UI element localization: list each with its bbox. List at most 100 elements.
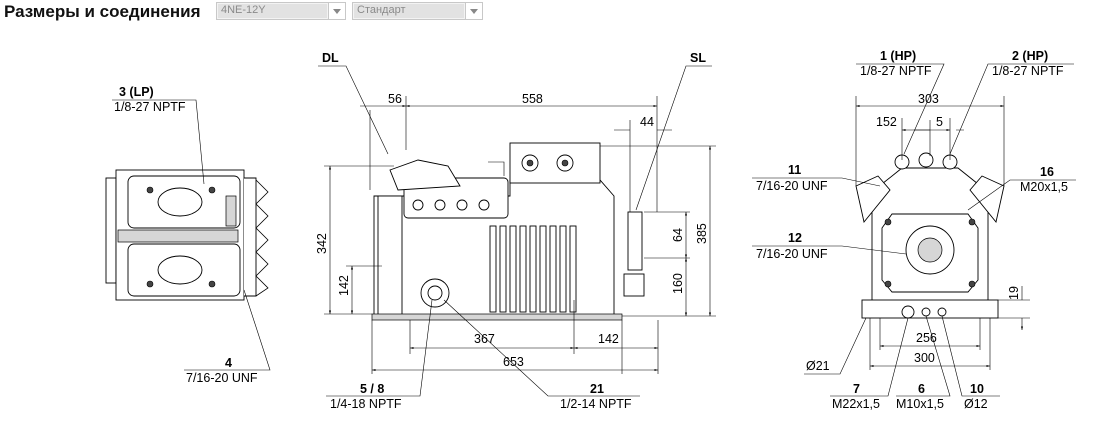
- top-view-conn-4-spec: 7/16-20 UNF: [186, 371, 258, 385]
- end-view-d21-leader: [804, 317, 867, 375]
- side-view-conn-21-spec: 1/2-14 NPTF: [560, 397, 632, 411]
- end-view-dim-303: 303: [918, 92, 939, 106]
- top-view-conn-4-number: 4: [225, 356, 232, 370]
- end-view-conn-16-number: 16: [1040, 165, 1054, 179]
- top-view-bolt: [146, 280, 154, 288]
- fin: [559, 225, 567, 313]
- top-view-bolt: [146, 186, 154, 194]
- end-view-port-2: [918, 152, 934, 168]
- fin: [499, 225, 507, 313]
- top-view-break-line: [255, 179, 269, 297]
- end-view-dim-19: 19: [1007, 286, 1021, 300]
- side-view-cooling-fins: [489, 225, 577, 313]
- end-view-conn-7-leader: [830, 317, 909, 397]
- end-view-conn-10-spec: Ø12: [964, 397, 988, 411]
- top-view-conn-3-leader: [112, 99, 205, 185]
- side-view-dim-56: 56: [388, 92, 402, 106]
- top-view-bolt: [208, 186, 216, 194]
- end-view-conn-1-number: 1 (HP): [880, 49, 916, 63]
- side-view-bolt: [412, 199, 424, 211]
- ext-line: [600, 145, 716, 317]
- end-view-cylinder-left: [855, 175, 891, 224]
- end-view-conn-12-spec: 7/16-20 UNF: [756, 247, 828, 261]
- end-view-conn-1-leader: [856, 63, 945, 155]
- side-view-dim-342: 342: [315, 233, 329, 254]
- end-view-feet: [861, 299, 999, 319]
- variant-select-value: Стандарт: [357, 4, 406, 16]
- end-view-dim-300: 300: [914, 351, 935, 365]
- top-view-end-plate: [105, 177, 117, 284]
- end-view-shaft: [917, 237, 943, 263]
- side-view-dl-leader: [318, 65, 389, 155]
- side-view-dim-160: 160: [671, 273, 685, 294]
- end-view-conn-6-leader: [896, 315, 951, 397]
- fin: [519, 225, 527, 313]
- side-view-conn-58-leader: [326, 299, 433, 397]
- side-view-conn-21-number: 21: [590, 382, 604, 396]
- end-view-conn-11-leader: [752, 177, 881, 187]
- side-view-sl-label: SL: [690, 51, 706, 65]
- end-view-conn-2-number: 2 (HP): [1012, 49, 1048, 63]
- side-view-terminal-2-core: [561, 159, 569, 167]
- end-view-conn-10-leader: [941, 315, 1000, 397]
- ext-line: [869, 318, 991, 370]
- top-view-conn-3-number: 3 (LP): [119, 85, 154, 99]
- end-view-conn-7-number: 7: [853, 382, 860, 396]
- end-view-bolt: [884, 218, 892, 226]
- page-title: Размеры и соединения: [4, 2, 201, 21]
- end-view-conn-7-spec: M22x1,5: [832, 397, 880, 411]
- end-view-cylinder-right: [969, 175, 1005, 224]
- side-view-dim-142v: 142: [337, 275, 351, 296]
- end-view-conn-11-number: 11: [788, 163, 801, 177]
- model-select-field: [218, 4, 327, 18]
- side-view: DL SL 56 558 44 342 142 385 64 160 3: [315, 51, 716, 411]
- end-view-conn-2-leader: [949, 63, 1074, 155]
- top-view-motor-edge: [244, 177, 257, 297]
- side-view-suction-flange: [623, 273, 645, 297]
- side-view-dim-558: 558: [522, 92, 543, 106]
- top-view-conn-4-leader: [184, 289, 271, 371]
- side-view-sight-glass-inner: [427, 285, 443, 301]
- side-view-dim-142h: 142: [598, 332, 619, 346]
- side-view-dim-653: 653: [503, 355, 524, 369]
- end-view-drain-plug: [901, 305, 915, 319]
- fin: [489, 225, 497, 313]
- ext-line: [855, 96, 1005, 186]
- top-view-port: [225, 195, 237, 227]
- variant-select[interactable]: Стандарт: [352, 2, 483, 20]
- side-view-bolt: [434, 199, 446, 211]
- side-view-conn-21-leader: [443, 299, 640, 397]
- end-view-conn-2-spec: 1/8-27 NPTF: [992, 64, 1064, 78]
- side-view-suction-valve: [627, 211, 643, 271]
- top-view-bolt: [208, 280, 216, 288]
- model-select[interactable]: 4NE-12Y: [216, 2, 346, 20]
- top-view-crankcase-band: [117, 229, 239, 243]
- variant-select-field: [354, 4, 464, 18]
- top-view-valve-1: [157, 187, 203, 217]
- side-view-dim-64: 64: [671, 228, 685, 242]
- chevron-down-icon[interactable]: [465, 3, 482, 19]
- side-view-bolt: [478, 199, 490, 211]
- header-bar: Размеры и соединения 4NE-12Y Стандарт: [0, 0, 1095, 24]
- top-view: 3 (LP) 1/8-27 NPTF 4 7/16-20 UNF: [105, 85, 271, 385]
- end-view-conn-6-spec: M10x1,5: [896, 397, 944, 411]
- end-view-conn-12-number: 12: [788, 231, 802, 245]
- end-view-dim-152: 152: [876, 115, 897, 129]
- fin: [569, 225, 577, 313]
- end-view-oil-port: [937, 307, 947, 317]
- end-view-dim-5: 5: [936, 115, 943, 129]
- end-view-conn-16-leader: [967, 179, 1076, 211]
- fin: [539, 225, 547, 313]
- fin: [509, 225, 517, 313]
- end-view-bolt: [884, 280, 892, 288]
- side-view-bolt: [456, 199, 468, 211]
- model-select-value: 4NE-12Y: [221, 4, 266, 16]
- side-view-pipe: [488, 161, 505, 176]
- side-view-base: [371, 313, 623, 321]
- end-view-conn-1-spec: 1/8-27 NPTF: [860, 64, 932, 78]
- side-view-sl-leader: [635, 65, 712, 211]
- end-view-bolt: [968, 280, 976, 288]
- fin: [529, 225, 537, 313]
- chevron-down-icon[interactable]: [328, 3, 345, 19]
